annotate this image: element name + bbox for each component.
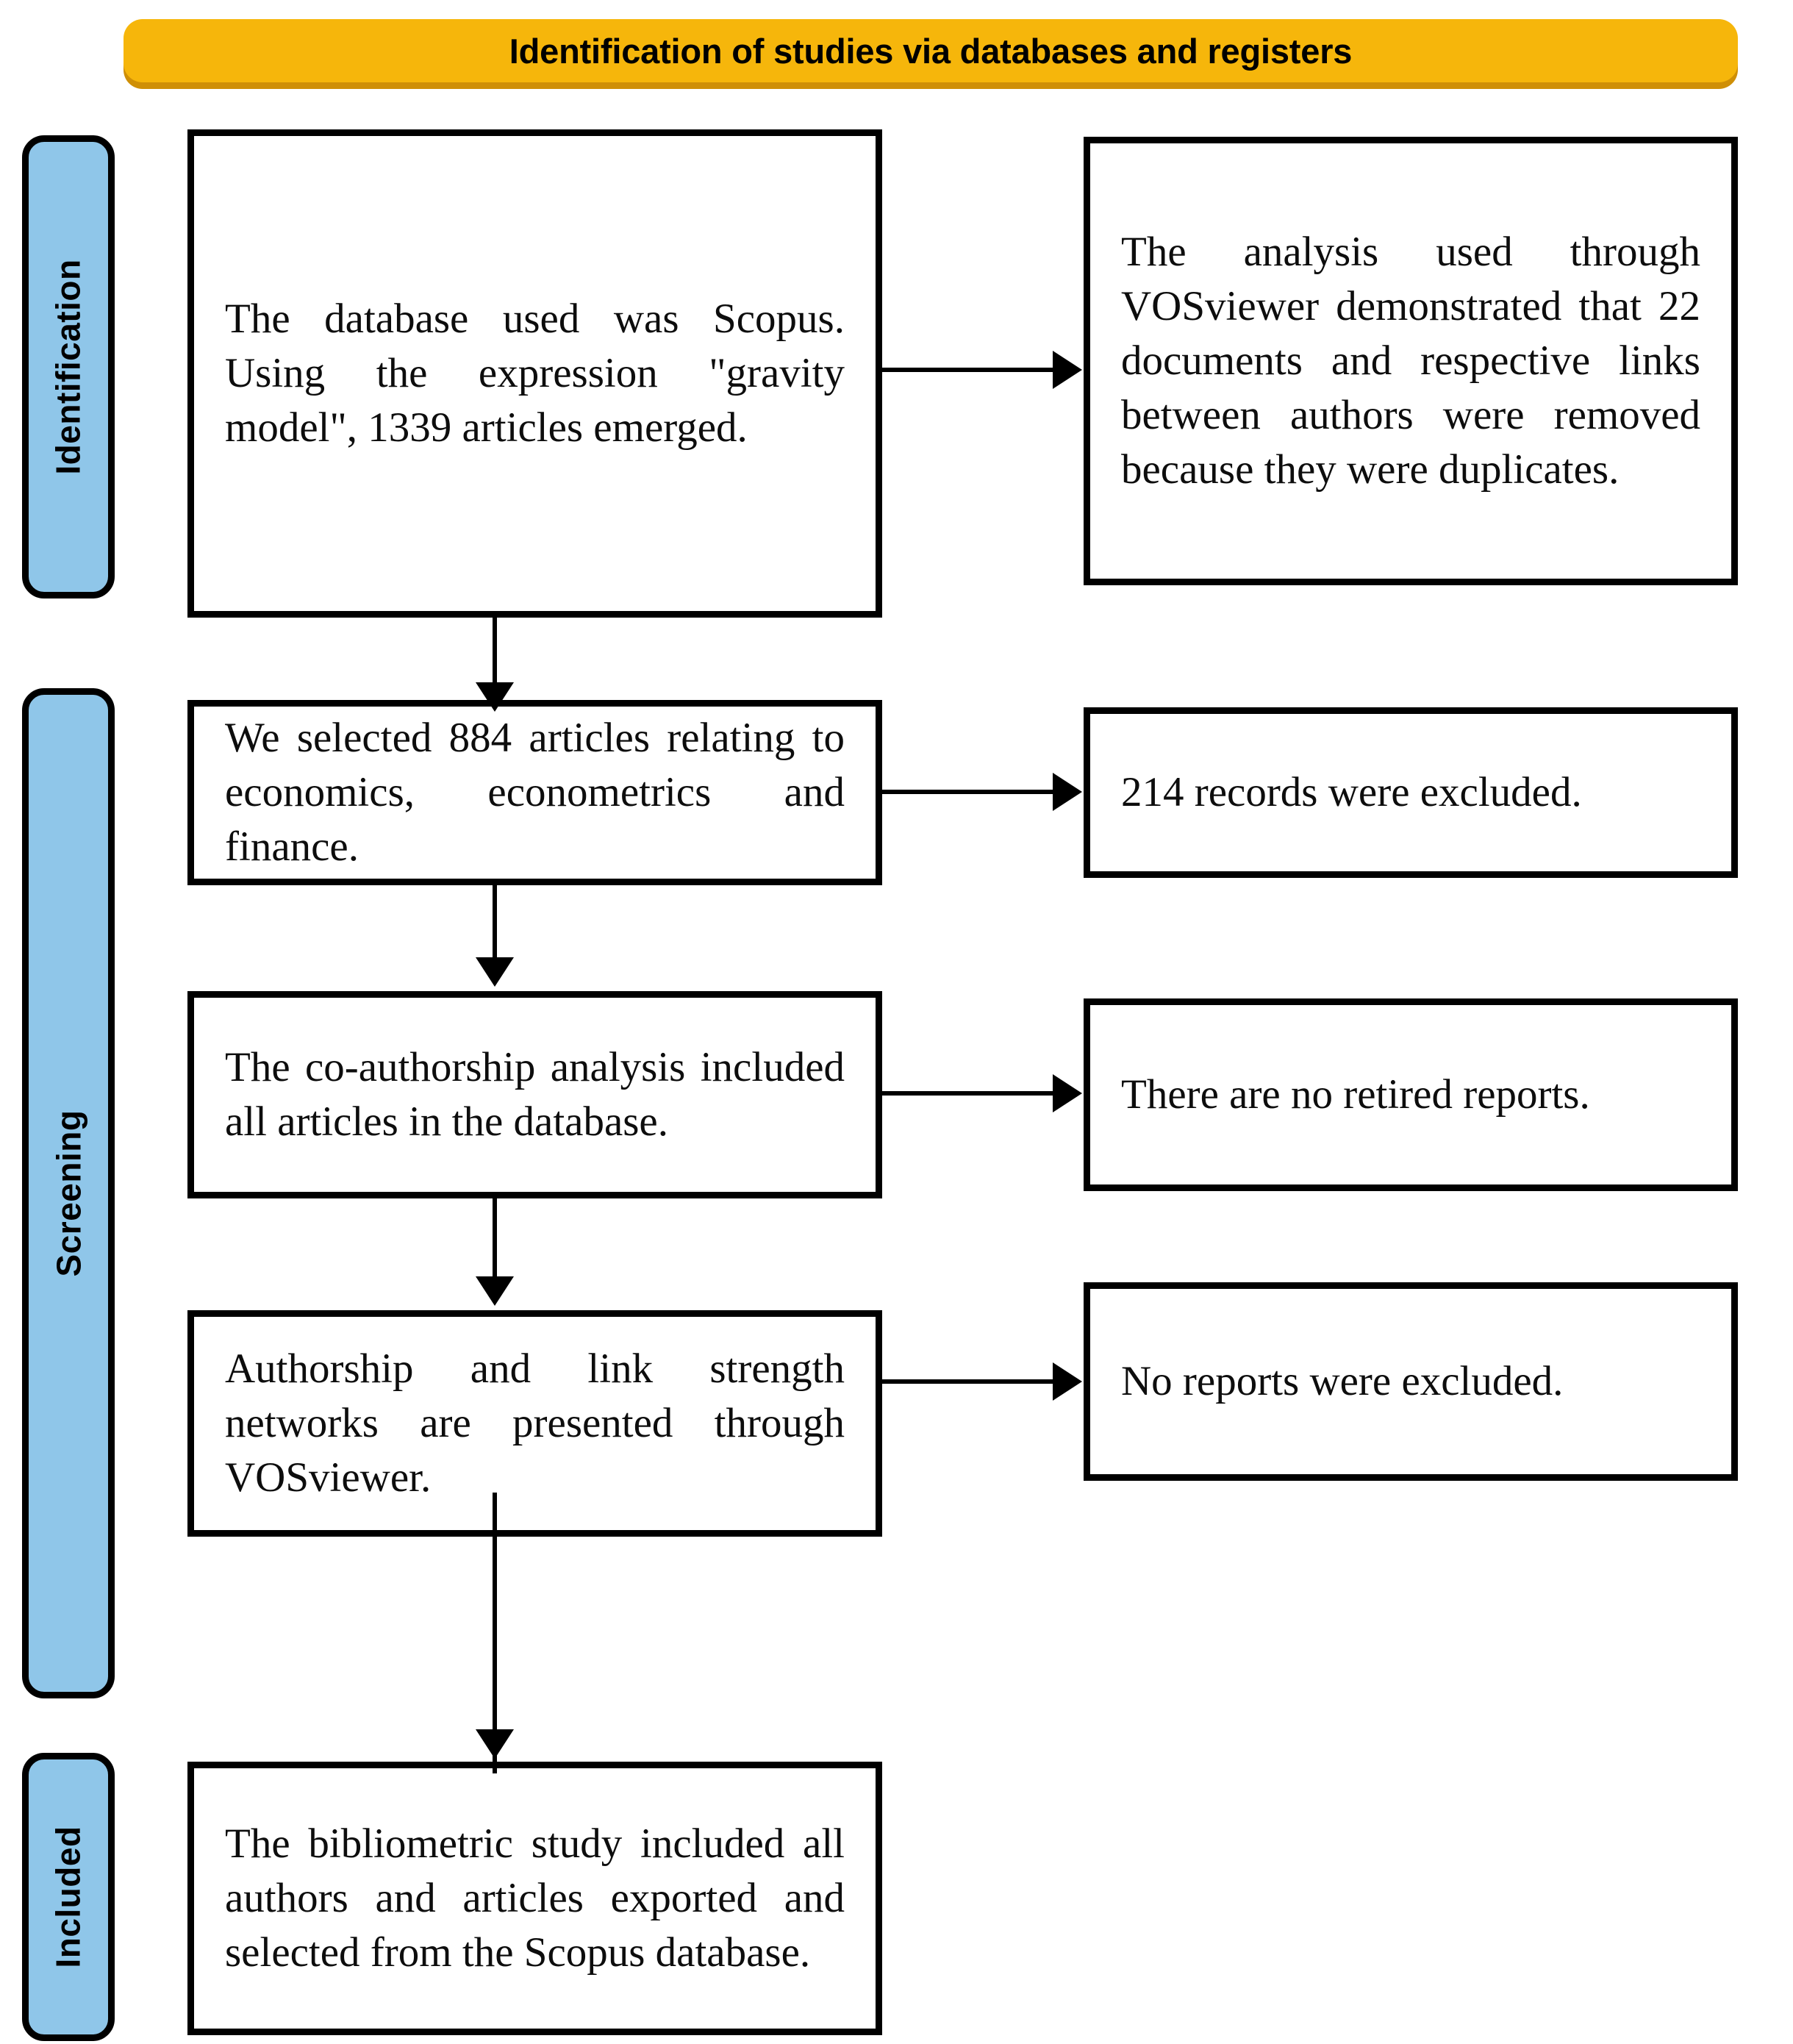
arrow-down-icon: [476, 957, 514, 987]
connector-line-identified-to-screened: [493, 616, 497, 697]
phase-rail-identification: Identification: [22, 135, 115, 598]
connector-line-screened-to-sought: [493, 885, 497, 969]
flow-box-reports-excluded: No reports were excluded.: [1084, 1282, 1738, 1481]
flow-box-reports-sought: The co-authorship analysis included all …: [187, 991, 882, 1198]
phase-label-included: Included: [49, 1826, 87, 1968]
flow-box-studies-included: The bibliometric study included all auth…: [187, 1762, 882, 2035]
flow-box-records-identified: The database used was Scopus. Using the …: [187, 129, 882, 618]
flow-box-text: Authorship and link strength networks ar…: [225, 1345, 845, 1501]
connector-line-identified-to-duplicates: [881, 368, 1062, 372]
flow-box-text: We selected 884 articles relating to eco…: [225, 714, 845, 871]
arrow-right-icon: [1053, 1362, 1082, 1401]
flow-box-records-excluded: 214 records were excluded.: [1084, 707, 1738, 878]
arrow-right-icon: [1053, 773, 1082, 811]
diagram-header-banner: Identification of studies via databases …: [124, 19, 1738, 82]
phase-label-screening: Screening: [49, 1109, 88, 1277]
flow-box-text: No reports were excluded.: [1121, 1357, 1564, 1404]
connector-line-assessed-to-included: [493, 1493, 497, 1773]
connector-line-assessed-to-reports-excluded: [881, 1379, 1062, 1384]
arrow-right-icon: [1053, 351, 1082, 389]
arrow-down-icon: [476, 1276, 514, 1306]
arrow-down-icon: [476, 682, 514, 712]
phase-label-identification: Identification: [49, 259, 88, 475]
flow-box-reports-not-retrieved: There are no retired reports.: [1084, 998, 1738, 1191]
connector-line-sought-to-not-retrieved: [881, 1091, 1062, 1096]
flow-box-text: The co-authorship analysis included all …: [225, 1043, 845, 1145]
arrow-down-icon: [476, 1729, 514, 1759]
flow-box-text: The bibliometric study included all auth…: [225, 1820, 845, 1976]
flow-box-text: 214 records were excluded.: [1121, 768, 1582, 815]
phase-rail-included: Included: [22, 1753, 115, 2041]
arrow-right-icon: [1053, 1074, 1082, 1112]
flow-box-duplicates-removed: The analysis used through VOSviewer demo…: [1084, 137, 1738, 585]
flow-box-records-screened: We selected 884 articles relating to eco…: [187, 700, 882, 885]
flow-box-text: The database used was Scopus. Using the …: [225, 295, 845, 451]
connector-line-sought-to-assessed: [493, 1197, 497, 1285]
flow-box-text: There are no retired reports.: [1121, 1071, 1590, 1118]
phase-rail-screening: Screening: [22, 688, 115, 1698]
flow-box-text: The analysis used through VOSviewer demo…: [1121, 228, 1700, 493]
flow-box-reports-assessed: Authorship and link strength networks ar…: [187, 1310, 882, 1537]
connector-line-screened-to-excluded: [881, 790, 1062, 794]
page-title: Identification of studies via databases …: [509, 31, 1353, 71]
